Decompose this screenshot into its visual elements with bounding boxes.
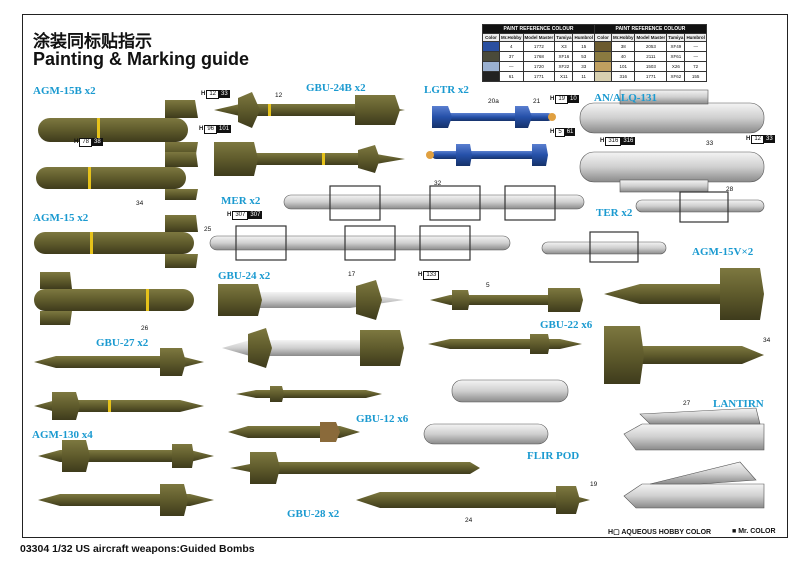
flir-pod-lower [423, 423, 549, 445]
part-number: 26 [141, 325, 149, 332]
mer-rack-upper [283, 185, 585, 221]
lantirn-upper [623, 407, 765, 451]
part-number: 28 [726, 186, 734, 193]
agm-130-lower [38, 484, 214, 516]
part-number: 12 [275, 92, 283, 99]
part-number: 5 [486, 282, 490, 289]
label-agm-15b: AGM-15B x2 [33, 85, 96, 97]
label-agm-15v: AGM-15V×2 [692, 246, 754, 258]
gbu-22-lower [428, 334, 582, 354]
gbu-12-upper [236, 386, 382, 402]
part-number: 20a [488, 98, 499, 105]
label-ter: TER x2 [596, 207, 633, 219]
agm-15-upper [34, 215, 198, 268]
alq-131-upper [579, 89, 765, 134]
lgtr-upper [432, 106, 556, 128]
label-agm-130: AGM-130 x4 [32, 429, 93, 441]
ter-rack-lower [541, 231, 667, 263]
lantirn-lower [623, 461, 765, 509]
gbu-22-upper [430, 288, 583, 312]
part-number: 27 [683, 400, 691, 407]
gbu-24-lower [222, 328, 405, 368]
mer-rack-lower [209, 225, 511, 261]
label-gbu-12: GBU-12 x6 [356, 413, 409, 425]
title-english: Painting & Marking guide [33, 49, 250, 69]
agm-15-lower [34, 272, 194, 325]
flir-pod-upper [451, 379, 569, 403]
agm-15v-upper [604, 268, 764, 320]
label-agm-15: AGM-15 x2 [33, 212, 89, 224]
part-number: 24 [465, 517, 473, 524]
gbu-27-lower [34, 392, 204, 420]
gbu-24b-lower [214, 142, 405, 176]
gbu-12-lower [228, 422, 360, 442]
label-gbu-22: GBU-22 x6 [540, 319, 593, 331]
label-gbu-27: GBU-27 x2 [96, 337, 149, 349]
part-number: 19 [590, 481, 598, 488]
label-gbu-24b: GBU-24B x2 [306, 82, 366, 94]
label-lantirn: LANTIRN [713, 398, 764, 410]
label-mer: MER x2 [221, 195, 261, 207]
part-number: 32 [434, 180, 442, 187]
label-flir-pod: FLIR POD [527, 450, 580, 462]
label-gbu-28: GBU-28 x2 [287, 508, 340, 520]
alq-131-lower [579, 151, 765, 193]
label-gbu-24: GBU-24 x2 [218, 270, 271, 282]
legend-aqueous: H▢ AQUEOUS HOBBY COLOR [608, 529, 712, 536]
part-number: 25 [204, 226, 212, 233]
footer-title: 03304 1/32 US aircraft weapons:Guided Bo… [20, 543, 255, 555]
part-number: 34 [136, 200, 144, 207]
part-number: 33 [706, 140, 714, 147]
gbu-28-lower [356, 486, 590, 514]
paint-reference-table: PAINT REFERENCE COLOUR PAINT REFERENCE C… [482, 24, 707, 82]
gbu-24-upper [218, 280, 404, 320]
part-number: 34 [763, 337, 771, 344]
agm-15v-lower [604, 326, 764, 384]
legend-mrcolor: ■ Mr. COLOR [732, 528, 776, 535]
agm-15b-lower [36, 152, 198, 200]
gbu-24b-upper [214, 92, 405, 128]
agm-15b-upper [38, 100, 198, 160]
gbu-27-upper [34, 348, 204, 376]
agm-130-upper [38, 440, 214, 472]
gbu-28-upper [230, 452, 480, 484]
title-chinese: 涂装同标贴指示 [33, 32, 152, 52]
label-alq-131: AN/ALQ-131 [594, 92, 657, 104]
ter-rack-upper [635, 191, 765, 223]
part-number: 21 [533, 98, 541, 105]
label-lgtr: LGTR x2 [424, 84, 469, 96]
part-number: 17 [348, 271, 356, 278]
lgtr-lower [426, 144, 548, 166]
